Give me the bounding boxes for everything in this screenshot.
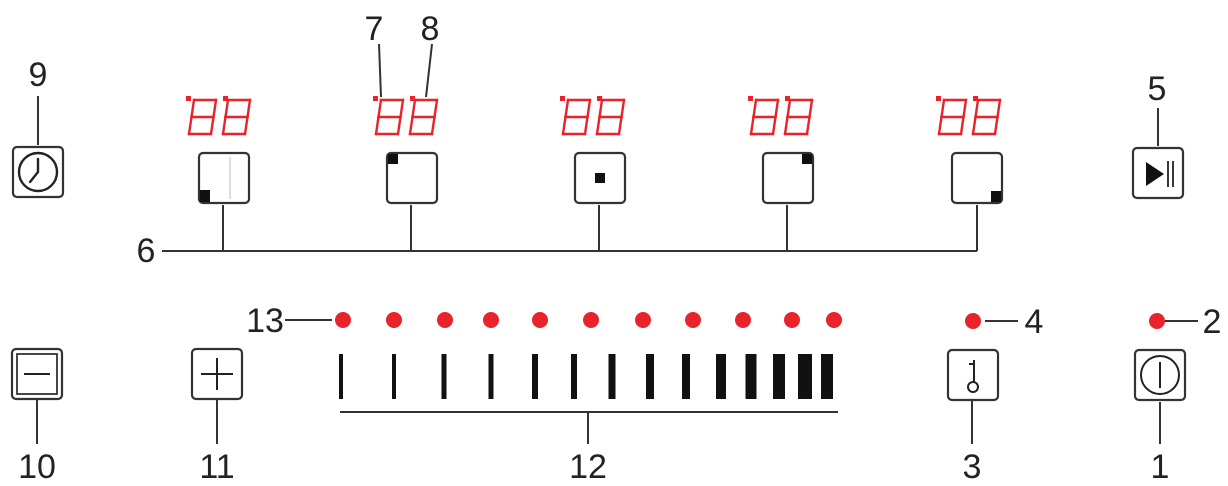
zone-display-5	[936, 96, 1002, 136]
plus-icon	[201, 358, 233, 390]
plus-button[interactable]	[190, 347, 244, 401]
slider-step-1[interactable]	[339, 354, 343, 399]
slider-step-7[interactable]	[608, 354, 616, 399]
pause-button[interactable]	[1131, 146, 1185, 200]
level-led-7	[635, 312, 651, 328]
thermometer-icon	[967, 360, 979, 393]
callout-7: 7	[365, 10, 384, 48]
slider-step-5[interactable]	[532, 354, 538, 399]
zone-top-right-icon	[802, 154, 812, 164]
play-pause-icon	[1146, 161, 1174, 187]
level-led-10	[784, 312, 800, 328]
power-icon	[1140, 355, 1180, 395]
slider-step-8[interactable]	[646, 354, 654, 399]
slider-step-13[interactable]	[798, 354, 812, 399]
leader-7	[378, 43, 382, 98]
callout-4: 4	[1025, 303, 1044, 341]
callout-10: 10	[18, 448, 56, 486]
keep-warm-button[interactable]	[946, 348, 1000, 402]
zone-bottom-right-icon	[991, 191, 1001, 202]
slider-step-12[interactable]	[773, 354, 785, 399]
timer-button[interactable]	[11, 145, 65, 199]
level-led-5	[532, 312, 548, 328]
callout-5: 5	[1148, 70, 1167, 108]
level-leds	[335, 312, 842, 328]
minus-button[interactable]	[10, 347, 64, 401]
callout-8: 8	[421, 10, 440, 48]
callout-11: 11	[199, 448, 234, 486]
slider-step-2[interactable]	[392, 354, 396, 399]
minus-icon	[16, 353, 58, 395]
callout-6: 6	[137, 232, 156, 270]
slider-step-9[interactable]	[682, 354, 690, 399]
on-off-button[interactable]	[1133, 348, 1187, 402]
on-off-led	[1149, 313, 1165, 329]
zone-selector-3[interactable]	[573, 151, 627, 205]
callout-12: 12	[569, 448, 607, 486]
level-led-4	[483, 312, 499, 328]
slider-step-3[interactable]	[441, 354, 447, 399]
level-led-6	[583, 312, 599, 328]
callout-3: 3	[963, 448, 982, 486]
zone-top-left-icon	[388, 154, 398, 164]
zone-display-3	[560, 96, 626, 136]
slider-step-14[interactable]	[821, 354, 833, 399]
leader-8	[425, 43, 433, 98]
level-led-9	[735, 312, 751, 328]
level-led-1	[335, 312, 351, 328]
slider-step-6[interactable]	[571, 354, 577, 399]
zone-selector-1[interactable]	[197, 151, 251, 205]
callout-1: 1	[1151, 448, 1170, 486]
level-led-3	[437, 312, 453, 328]
callout-2: 2	[1203, 303, 1222, 341]
zone-displays	[186, 96, 1002, 136]
slider-step-4[interactable]	[488, 354, 494, 399]
zone-bottom-left-icon	[200, 190, 210, 202]
zone-display-4	[748, 96, 814, 136]
zone-selector-2[interactable]	[385, 151, 439, 205]
level-led-8	[685, 312, 701, 328]
power-slider[interactable]	[339, 354, 833, 399]
slider-step-11[interactable]	[745, 354, 757, 399]
callout-13: 13	[246, 302, 284, 340]
callout-9: 9	[29, 56, 48, 94]
level-led-2	[386, 312, 402, 328]
level-led-11	[826, 312, 842, 328]
zone-selector-5[interactable]	[950, 151, 1004, 205]
slider-step-10[interactable]	[716, 354, 726, 399]
zone-center-icon	[595, 173, 605, 183]
zone-display-1	[186, 96, 252, 136]
keep-warm-led	[965, 313, 981, 329]
clock-icon	[17, 151, 59, 193]
zone-selector-4[interactable]	[761, 151, 815, 205]
zone-display-2	[373, 96, 439, 136]
